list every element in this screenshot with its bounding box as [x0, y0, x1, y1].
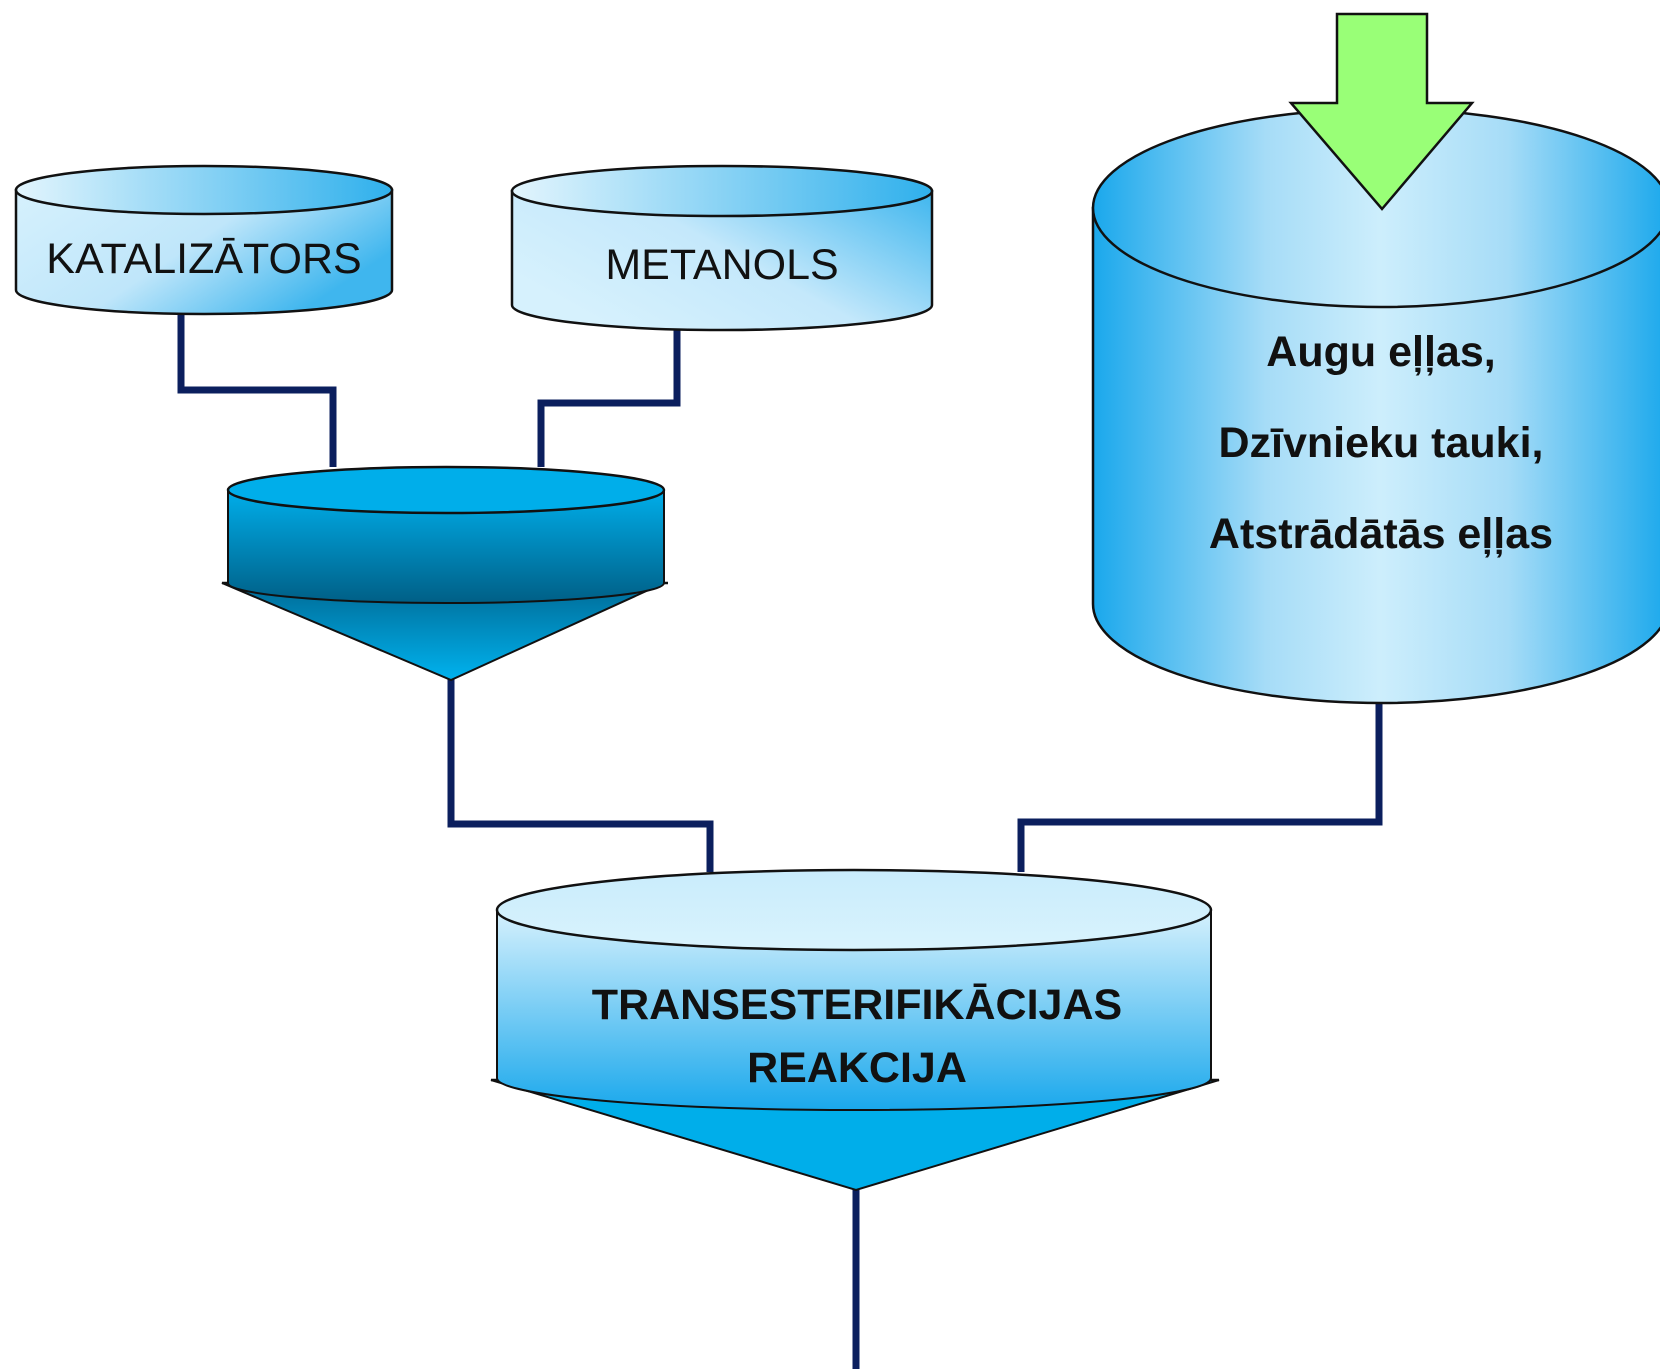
pipe-catalyst-to-mixer	[177, 313, 337, 467]
tank-catalyst-label: KATALIZĀTORS	[46, 235, 361, 283]
pipe-methanol-to-mixer	[537, 327, 681, 467]
tank-methanol-label: METANOLS	[605, 241, 838, 289]
tank-methanol-body	[510, 189, 934, 332]
tank-feedstock-body	[1091, 206, 1660, 705]
tank-reactor-line-1: TRANSESTERIFIKĀCIJAS	[592, 981, 1122, 1029]
tank-catalyst: KATALIZĀTORS	[14, 164, 394, 316]
tank-mixer-top	[226, 465, 666, 515]
tank-mixer	[221, 465, 668, 682]
tank-catalyst-body	[14, 188, 394, 316]
tank-methanol-top	[510, 164, 934, 218]
arrow-down-icon	[1288, 12, 1475, 211]
tank-feedstock: Augu eļļas, Dzīvnieku tauki, Atstrādātās…	[1091, 107, 1660, 705]
tank-feedstock-line-1: Augu eļļas,	[1266, 328, 1495, 376]
pipe-network	[177, 313, 1383, 1369]
pipe-feedstock-to-reactor	[1017, 704, 1383, 872]
pipe-mixer-to-reactor	[447, 676, 714, 872]
tank-mixer-body	[227, 489, 665, 604]
tank-reactor-top	[495, 868, 1213, 952]
tank-feedstock-line-2: Dzīvnieku tauki,	[1219, 419, 1544, 467]
tank-catalyst-top	[14, 164, 394, 216]
tank-reactor-body	[496, 909, 1212, 1111]
tank-reactor: TRANSESTERIFIKĀCIJAS REAKCIJA	[490, 868, 1220, 1192]
tank-methanol: METANOLS	[510, 164, 934, 332]
tank-feedstock-line-3: Atstrādātās eļļas	[1209, 510, 1553, 558]
tank-reactor-line-2: REAKCIJA	[747, 1044, 967, 1092]
